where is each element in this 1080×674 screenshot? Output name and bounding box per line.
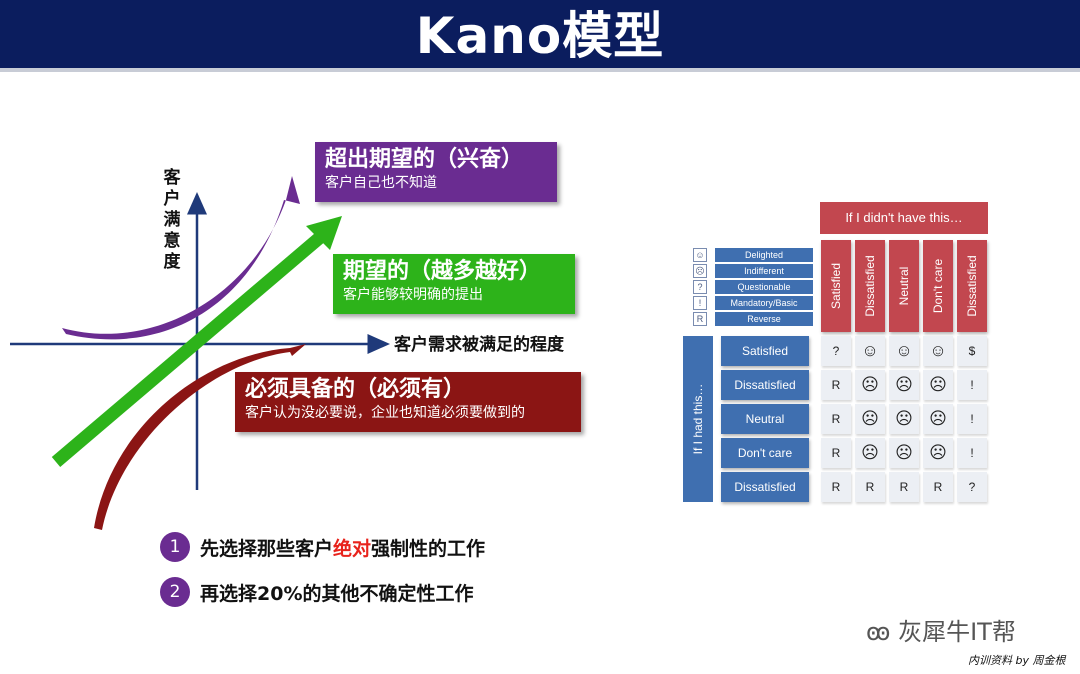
- table-cell: ☹: [923, 438, 953, 468]
- performance-arrow-head: [306, 216, 342, 250]
- column-header: Dissatisfied: [855, 240, 885, 332]
- performance-title: 期望的（越多越好）: [343, 259, 542, 284]
- table-cell: ☹: [855, 370, 885, 400]
- footer-credit: 内训资料 by 周金根: [968, 654, 1066, 667]
- legend-label: Questionable: [715, 280, 813, 294]
- exciting-box: 超出期望的（兴奋） 客户自己也不知道: [315, 142, 557, 202]
- exciting-subtitle: 客户自己也不知道: [325, 175, 437, 191]
- table-cell: R: [821, 438, 851, 468]
- table-cell: !: [957, 404, 987, 434]
- table-top-header: If I didn't have this…: [820, 202, 988, 234]
- column-header: Neutral: [889, 240, 919, 332]
- performance-subtitle: 客户能够较明确的提出: [343, 287, 483, 303]
- column-header: Dissatisfied: [957, 240, 987, 332]
- bullet-1-text: 先选择那些客户绝对强制性的工作: [200, 534, 485, 561]
- table-cell: $: [957, 336, 987, 366]
- basic-subtitle: 客户认为没必要说，企业也知道必须要做到的: [245, 405, 525, 421]
- table-cell: ☹: [889, 404, 919, 434]
- watermark-text: 灰犀牛IT帮: [898, 618, 1016, 646]
- bullet-1-post: 强制性的工作: [371, 537, 486, 560]
- bullet-1-pre: 先选择那些客户: [200, 537, 334, 560]
- row-header: Don't care: [721, 438, 809, 468]
- kano-diagram: [10, 176, 390, 530]
- column-header: Satisfied: [821, 240, 851, 332]
- row-header: Satisfied: [721, 336, 809, 366]
- legend-label: Mandatory/Basic: [715, 296, 813, 310]
- table-cell: ☹: [923, 370, 953, 400]
- legend-label: Delighted: [715, 248, 813, 262]
- table-cell: ☹: [889, 370, 919, 400]
- wechat-icon: ꙭ: [866, 618, 891, 646]
- table-cell: ☹: [855, 404, 885, 434]
- delighted-icon: ☺: [693, 248, 707, 262]
- watermark: ꙭ 灰犀牛IT帮: [866, 612, 1016, 647]
- table-cell: !: [957, 370, 987, 400]
- table-cell: R: [889, 472, 919, 502]
- y-axis-label: 客户满意度: [163, 168, 181, 272]
- basic-title: 必须具备的（必须有）: [245, 377, 466, 402]
- legend-label: Indifferent: [715, 264, 813, 278]
- table-cell: ☹: [889, 438, 919, 468]
- questionable-icon: ?: [693, 280, 707, 294]
- column-header: Don't care: [923, 240, 953, 332]
- table-cell: R: [855, 472, 885, 502]
- bullet-1: 1 先选择那些客户绝对强制性的工作: [160, 532, 485, 562]
- table-cell: !: [957, 438, 987, 468]
- table-cell: R: [821, 472, 851, 502]
- bullet-2: 2 再选择20%的其他不确定性工作: [160, 577, 473, 607]
- table-cell: R: [821, 370, 851, 400]
- table-cell: ?: [957, 472, 987, 502]
- bullet-2-pre: 再选择20%的其他不确定性工作: [200, 582, 474, 605]
- table-cell: ☺: [855, 336, 885, 366]
- performance-arrow-shaft: [51, 229, 329, 467]
- table-cell: ?: [821, 336, 851, 366]
- table-cell: ☹: [923, 404, 953, 434]
- indifferent-icon: ☹: [693, 264, 707, 278]
- table-cell: R: [821, 404, 851, 434]
- reverse-icon: R: [693, 312, 707, 326]
- performance-box: 期望的（越多越好） 客户能够较明确的提出: [333, 254, 575, 314]
- bullet-2-text: 再选择20%的其他不确定性工作: [200, 579, 473, 606]
- x-axis-label: 客户需求被满足的程度: [394, 335, 564, 355]
- mandatory-icon: !: [693, 296, 707, 310]
- header-bar: [0, 0, 1080, 72]
- row-header: Dissatisfied: [721, 370, 809, 400]
- basic-curve: [94, 344, 306, 530]
- bullet-2-number: 2: [160, 577, 190, 607]
- row-header: Dissatisfied: [721, 472, 809, 502]
- table-cell: ☺: [889, 336, 919, 366]
- table-side-header: If I had this…: [683, 336, 713, 502]
- page-title: Kano模型: [415, 7, 665, 65]
- table-cell: ☺: [923, 336, 953, 366]
- row-header: Neutral: [721, 404, 809, 434]
- bullet-1-highlight: 绝对: [333, 537, 372, 560]
- table-cell: ☹: [855, 438, 885, 468]
- legend-label: Reverse: [715, 312, 813, 326]
- exciting-title: 超出期望的（兴奋）: [325, 147, 524, 172]
- basic-box: 必须具备的（必须有） 客户认为没必要说，企业也知道必须要做到的: [235, 372, 581, 432]
- table-cell: R: [923, 472, 953, 502]
- bullet-1-number: 1: [160, 532, 190, 562]
